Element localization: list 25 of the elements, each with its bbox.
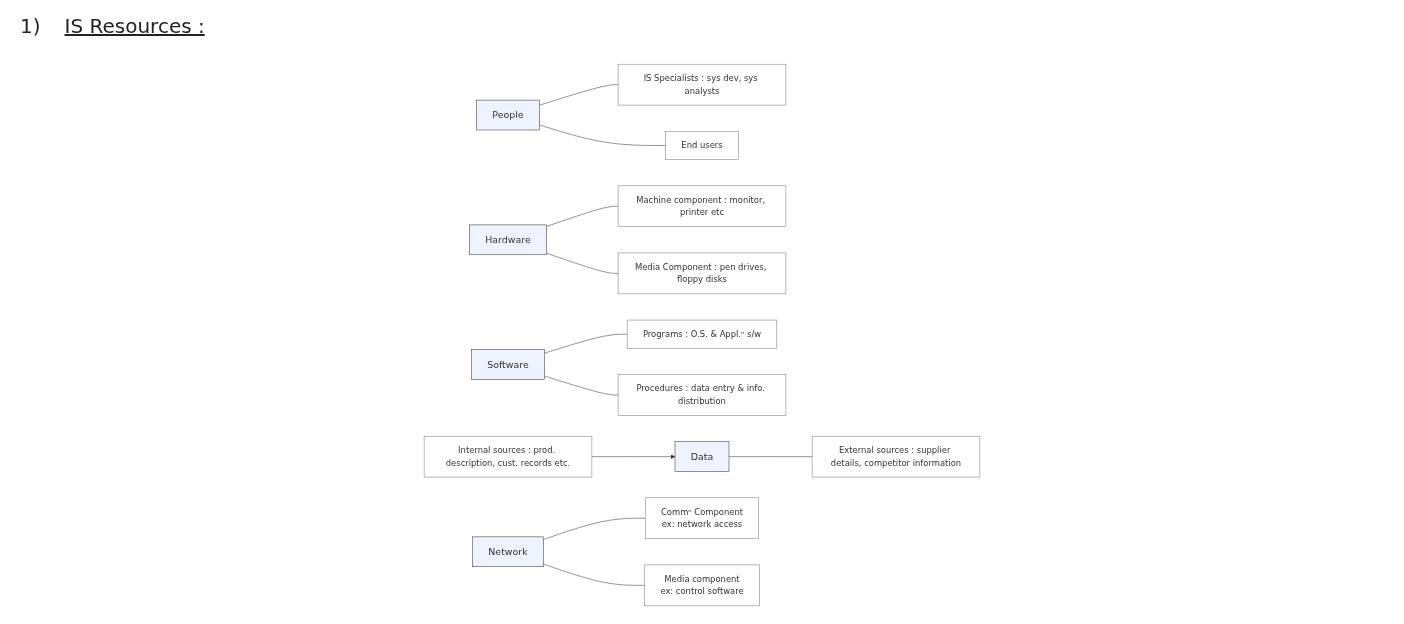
connector	[543, 563, 645, 586]
connector	[546, 252, 619, 274]
connector	[728, 456, 813, 457]
node-box: Machine component : monitor, printer etc	[617, 185, 787, 227]
connector	[543, 518, 646, 540]
node-box: External sources : supplier details, competitor information	[811, 435, 981, 478]
node-box: Commⁿ Component ex: network access	[645, 497, 759, 539]
node-box: End users	[665, 131, 739, 160]
node-box: Hardware	[469, 224, 547, 256]
node-box: Internal sources : prod. description, cust. records etc.	[423, 435, 593, 478]
node-box: Media Component : pen drives, floppy disks	[617, 252, 787, 295]
item-number: 1)	[20, 14, 41, 38]
node-box: Data	[674, 441, 730, 472]
node-box: Programs : O.S. & Appl.ⁿ s/w	[626, 319, 778, 349]
connector	[544, 333, 628, 354]
connector	[546, 206, 619, 227]
node-box: Procedures : data entry & info. distribution	[617, 374, 787, 416]
connector	[539, 124, 666, 146]
node-box: People	[476, 99, 540, 131]
node-box: IS Specialists : sys dev, sys analysts	[617, 63, 787, 106]
node-box: Media component ex: control software	[644, 564, 760, 607]
node-box: Network	[472, 536, 544, 567]
node-box: Software	[471, 349, 545, 380]
connector	[539, 84, 619, 106]
heading: IS Resources :	[64, 14, 205, 38]
